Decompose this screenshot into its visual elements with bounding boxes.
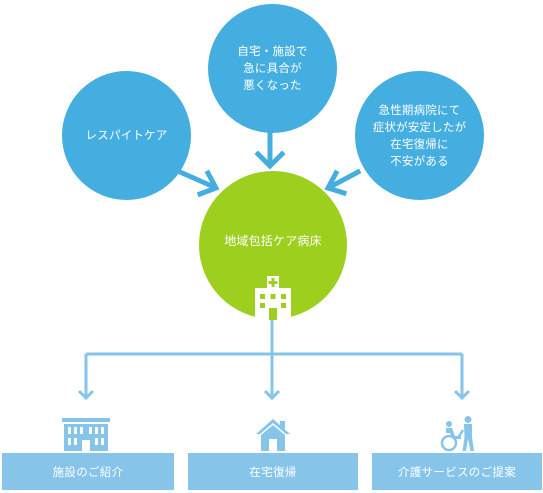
distribution-lines [77,318,471,401]
circle-respite-care: レスパイトケア [62,71,191,200]
house-icon [256,419,290,451]
arrow-from-acute [324,168,362,197]
facilities-button-label: 施設のご紹介 [52,464,124,479]
building-icon [62,418,110,451]
circle-home-worse: 自宅・施設で 急に具合が 悪くなった [208,4,337,133]
arrow-from-respite [176,168,220,198]
arrow-from-home-worse [254,127,286,170]
hospital-icon [255,276,291,320]
circle-home-worse-label: 自宅・施設で 急に具合が 悪くなった [237,44,308,92]
circle-acute-hospital-label: 急性期病院にて 症状が安定したが 在宅復帰に 不安がある [372,102,467,168]
circle-community-care-ward-label: 地域包括ケア病床 [224,234,322,248]
facilities-button[interactable]: 施設のご紹介 [2,453,174,490]
home-return-button-label: 在宅復帰 [249,464,297,479]
wheelchair-caregiver-icon [440,416,474,452]
circle-respite-care-label: レスパイトケア [85,128,168,142]
care-services-button[interactable]: 介護サービスのご提案 [372,453,542,490]
home-return-button[interactable]: 在宅復帰 [188,453,358,490]
care-services-button-label: 介護サービスのご提案 [398,464,516,479]
circle-acute-hospital: 急性期病院にて 症状が安定したが 在宅復帰に 不安がある [355,71,484,200]
